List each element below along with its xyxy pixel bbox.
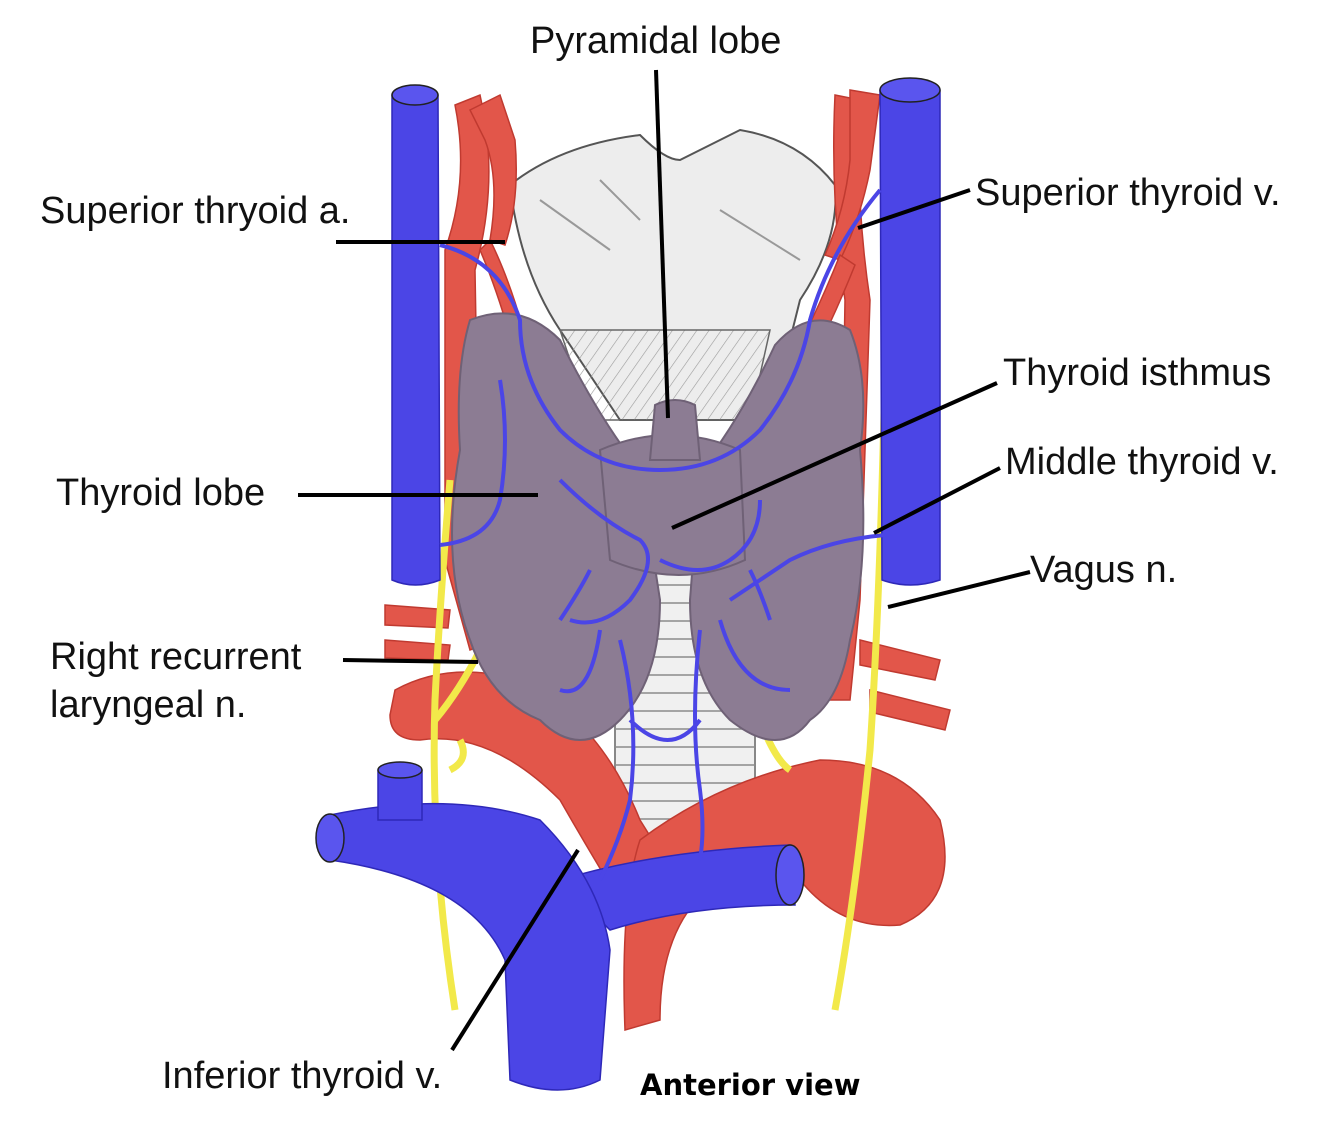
leader-inferior-thyroid-v [450, 848, 580, 1052]
leader-right-recurrent [342, 658, 479, 664]
leader-superior-thyroid-v [857, 188, 971, 230]
leader-pyramidal-lobe [654, 69, 670, 419]
label-right-recurrent-laryngeal-line2: laryngeal n. [50, 684, 247, 726]
left-internal-jugular [879, 80, 941, 586]
view-caption: Anterior view [640, 1068, 861, 1102]
leader-thyroid-isthmus [671, 381, 998, 530]
pyramidal-lobe [648, 399, 702, 461]
leader-lines [298, 69, 1031, 1052]
thyroid-veins [439, 188, 886, 881]
right-internal-jugular [391, 86, 441, 586]
right-brachiocephalic-vein [329, 802, 611, 1091]
label-thyroid-lobe: Thyroid lobe [56, 472, 266, 514]
leader-vagus-n [887, 570, 1031, 609]
label-superior-thyroid-artery: Superior thryoid a. [40, 190, 351, 232]
label-pyramidal-lobe: Pyramidal lobe [530, 20, 782, 62]
left-thyroid-lobe [688, 319, 865, 741]
label-thyroid-isthmus: Thyroid isthmus [1003, 352, 1272, 394]
label-vagus-nerve: Vagus n. [1030, 549, 1178, 591]
label-middle-thyroid-vein: Middle thyroid v. [1005, 441, 1279, 483]
right-vagus [430, 479, 459, 1011]
label-inferior-thyroid-vein: Inferior thyroid v. [162, 1055, 443, 1097]
label-right-recurrent-laryngeal-line1: Right recurrent [50, 636, 302, 678]
label-superior-thyroid-vein: Superior thyroid v. [975, 172, 1281, 214]
leader-middle-thyroid-v [873, 466, 1001, 535]
